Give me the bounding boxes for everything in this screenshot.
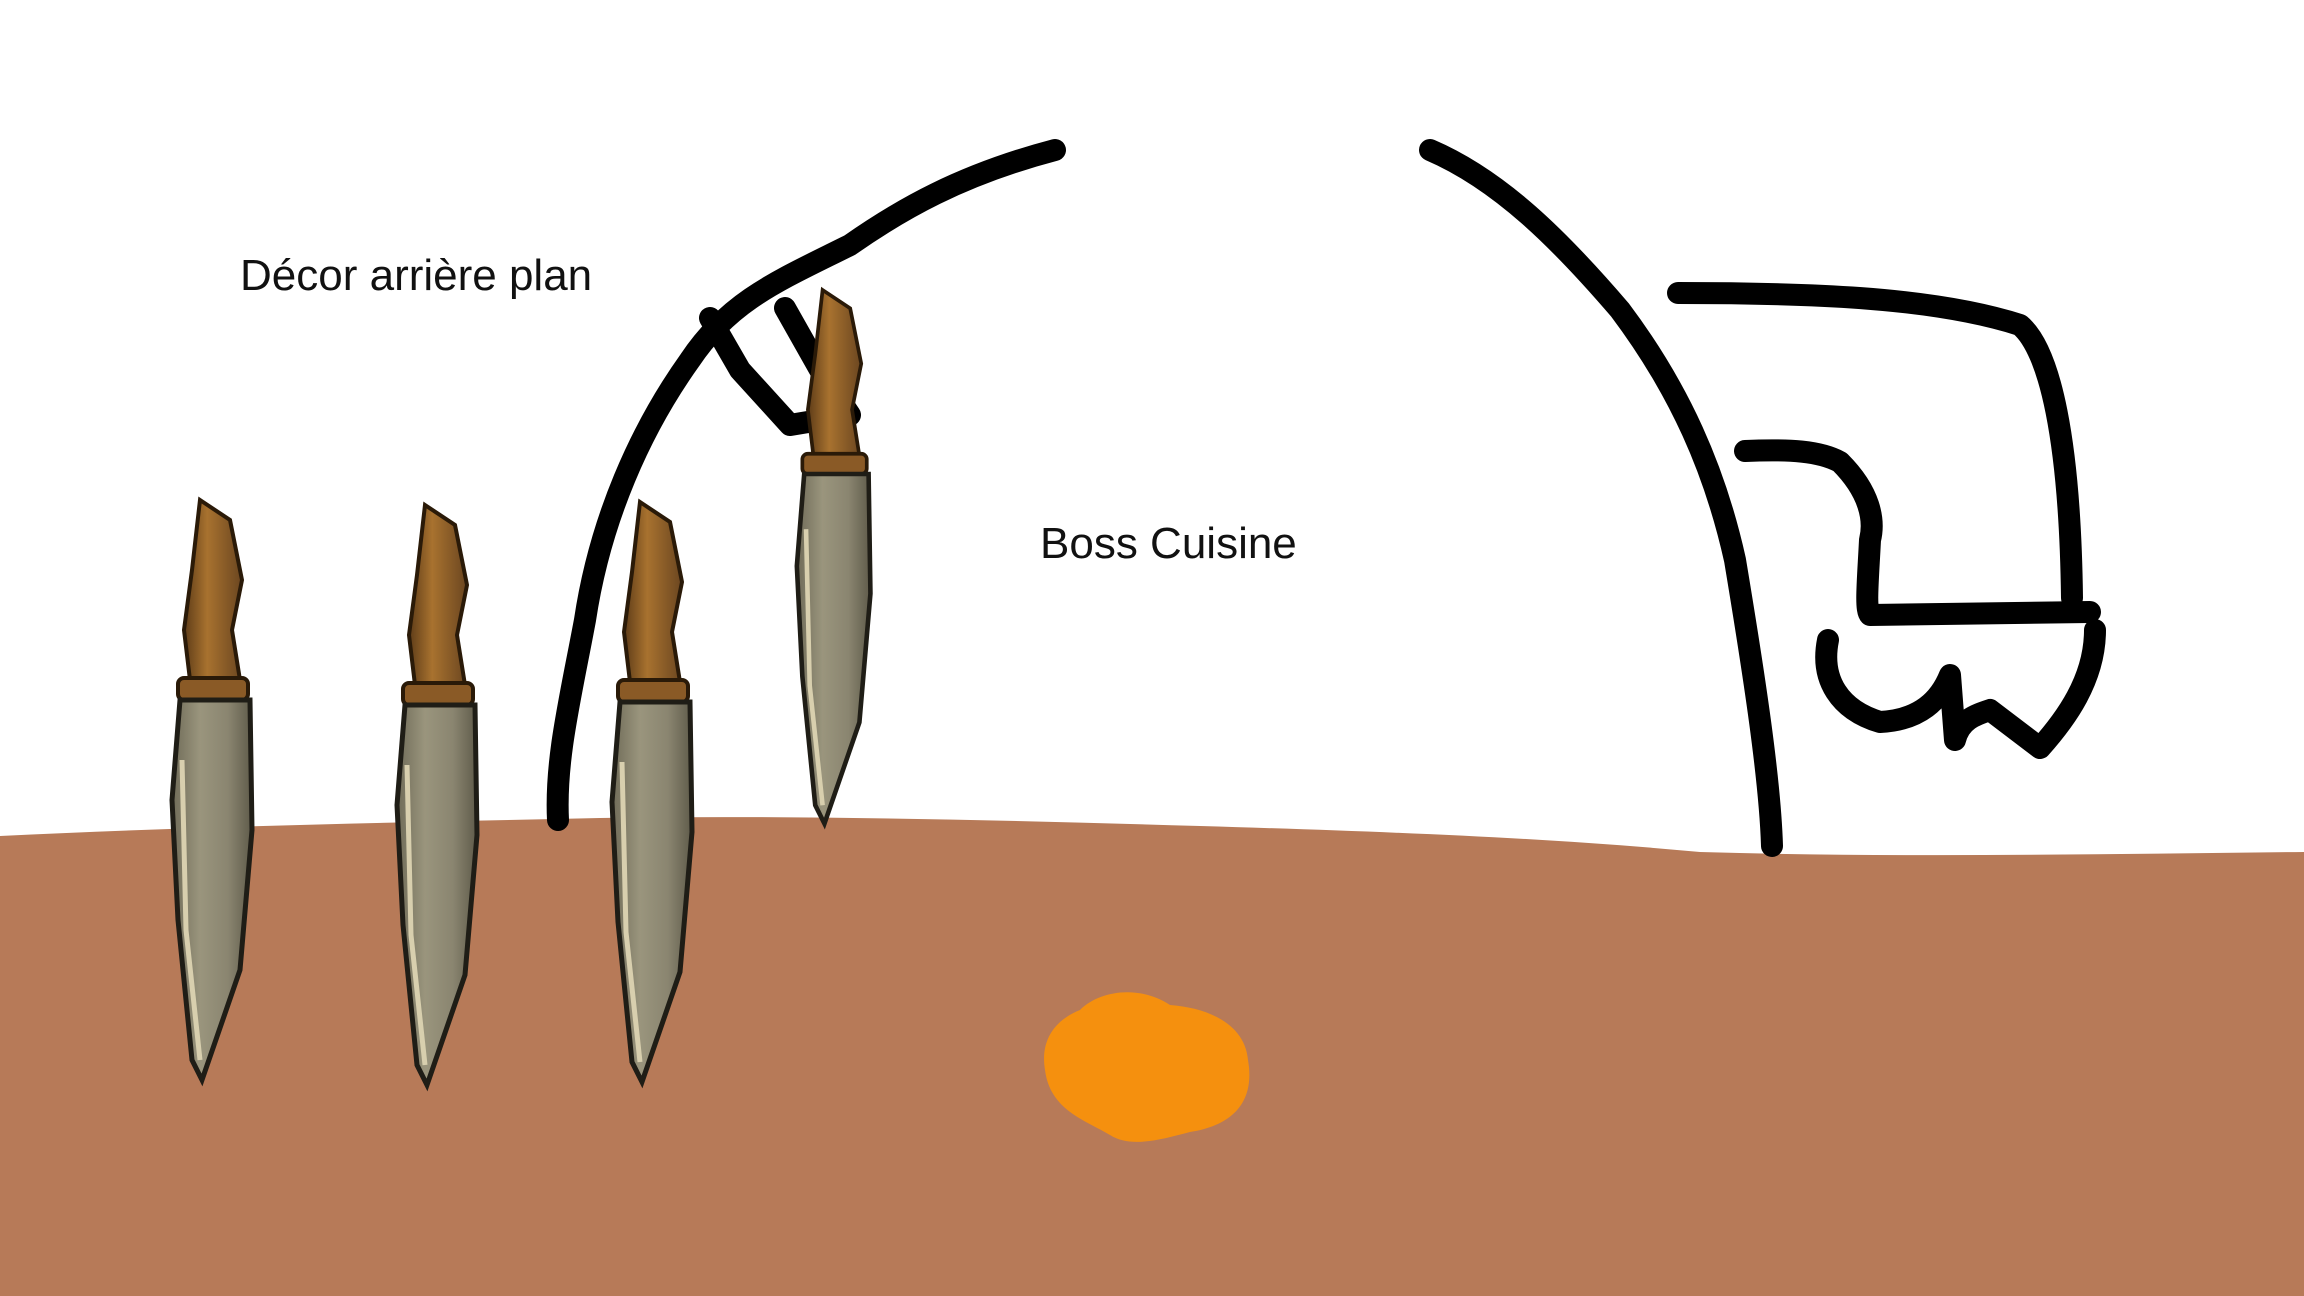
boss-fist-fingers — [1815, 619, 2106, 759]
background-label: Décor arrière plan — [240, 251, 592, 300]
boss-label: Boss Cuisine — [1040, 519, 1297, 568]
boss-cuisine-sketch — [546, 139, 2106, 857]
orange-blob — [1044, 992, 1250, 1142]
boss-fist-top — [1734, 439, 2101, 626]
boss-arm — [1667, 282, 2083, 609]
boss-right-outline — [1419, 139, 1783, 857]
boss-left-outline — [546, 139, 1066, 831]
